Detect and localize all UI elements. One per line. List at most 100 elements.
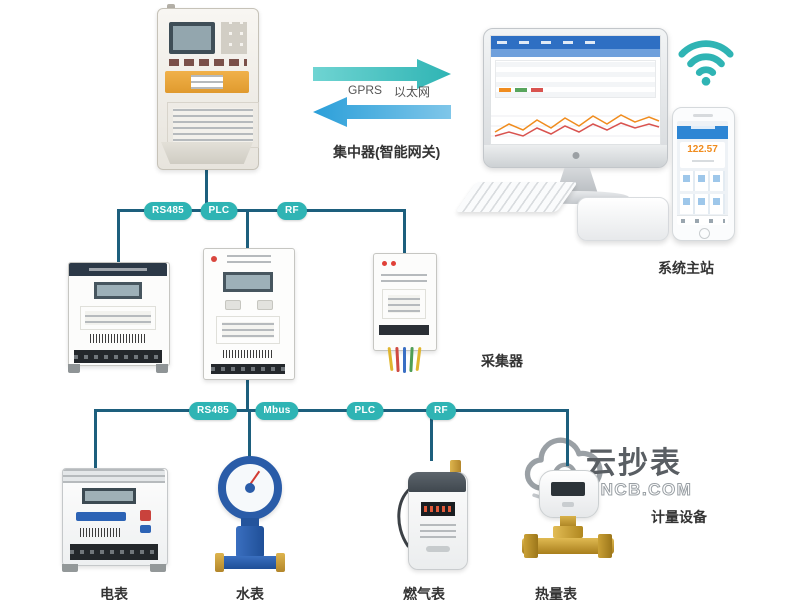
- line-drop-gas: [430, 409, 433, 461]
- lcd-display: [226, 275, 270, 289]
- line-drop-collector-left: [117, 209, 120, 264]
- name-plate: [165, 71, 249, 93]
- desktop-pc-box: [577, 197, 669, 241]
- dashboard-table: [495, 60, 656, 98]
- app-title-line: [690, 126, 715, 129]
- electric-meter-label: 电表: [100, 586, 128, 600]
- status-led: [211, 256, 217, 262]
- mount-ear-left: [68, 364, 80, 373]
- lcd-digits: [424, 506, 452, 512]
- rf-badge-tier1: RF: [277, 202, 307, 220]
- ethernet-arrow-icon: [313, 97, 451, 127]
- button-right: [257, 300, 273, 310]
- mount-ear-left: [62, 564, 78, 572]
- collector-label: 采集器: [481, 353, 523, 369]
- line-drop-heat: [566, 409, 569, 466]
- dashboard-menu: [497, 41, 607, 44]
- lcd-screen: [169, 22, 215, 54]
- header-text: [381, 273, 427, 282]
- gauge-hub: [245, 483, 255, 493]
- band-text-line: [89, 268, 147, 271]
- collector-right-device: [373, 253, 437, 375]
- terminal-block: [211, 364, 285, 374]
- plc-badge-tier2: PLC: [346, 402, 384, 420]
- name-plate-label: [191, 75, 223, 89]
- gauge-face: [218, 456, 282, 520]
- tile-row-1: [680, 171, 725, 191]
- mount-ear-right: [156, 364, 168, 373]
- keyboard: [455, 182, 579, 212]
- watermark-site: YUNCB.COM: [573, 480, 693, 500]
- label-panel: [382, 289, 426, 319]
- heat-meter-label: 热量表: [535, 586, 577, 600]
- head-button: [562, 502, 574, 507]
- dashboard-toolbar: [491, 49, 660, 57]
- lcd-screen: [94, 282, 142, 299]
- label-panel: [80, 306, 156, 330]
- line-drop-collector-mid: [246, 209, 249, 250]
- top-band: [63, 469, 165, 483]
- lcd-display: [97, 285, 139, 296]
- wire-blue: [403, 347, 406, 373]
- status-led-1: [382, 261, 387, 266]
- wire-green: [409, 346, 414, 373]
- mbus-badge-tier2: Mbus: [255, 402, 299, 420]
- dashboard-topbar: [491, 36, 660, 49]
- gprs-label: GPRS: [347, 83, 382, 97]
- heat-meter-device: [522, 466, 614, 578]
- dashboard-chart: [491, 114, 660, 137]
- monitor-chin: [484, 145, 667, 167]
- barcode: [90, 334, 146, 343]
- terminal-block: [70, 544, 158, 560]
- meter-neck: [241, 518, 259, 527]
- reset-button: [426, 546, 450, 552]
- rs485-badge-tier2: RS485: [188, 402, 238, 420]
- brass-inlet: [450, 460, 461, 476]
- lcd-screen: [551, 482, 585, 496]
- uplink-labels: GPRS 以太网: [346, 83, 432, 100]
- line-drop-collector-right: [403, 209, 406, 255]
- label-panel: [216, 316, 280, 344]
- metering-devices-label: 计量设备: [651, 509, 707, 525]
- rs485-badge-tier1: RS485: [143, 202, 193, 220]
- button-left: [225, 300, 241, 310]
- balance-card: 122.57: [680, 142, 725, 168]
- brand-logo-dot: [572, 152, 579, 159]
- status-led-2: [391, 261, 396, 266]
- brass-fitting-left: [215, 553, 224, 572]
- blue-bar: [76, 512, 126, 521]
- app-tabbar: [677, 215, 728, 225]
- electric-meter-device: [62, 468, 168, 572]
- pipe: [522, 538, 614, 554]
- dashboard-legend: [499, 88, 559, 92]
- top-cap: [408, 472, 466, 492]
- lcd-screen: [421, 502, 455, 516]
- gprs-arrow-icon: [313, 59, 451, 89]
- phone-speaker: [693, 114, 713, 117]
- blue-button: [140, 525, 151, 533]
- brass-fitting-right: [276, 553, 285, 572]
- gas-meter-label: 燃气表: [403, 586, 445, 600]
- lcd-screen: [223, 272, 273, 292]
- terminal-block: [379, 325, 429, 335]
- line-drop-water: [248, 409, 251, 457]
- header-text: [227, 255, 271, 263]
- tile-row-2: [680, 194, 725, 214]
- wifi-icon: [678, 40, 734, 86]
- pipe-nut-left: [524, 534, 538, 558]
- smartphone: 122.57: [672, 107, 735, 241]
- pipe: [221, 556, 279, 569]
- concentrator-label: 集中器(智能网关): [333, 144, 441, 160]
- master-station-label: 系统主站: [658, 260, 714, 276]
- ethernet-label: 以太网: [394, 85, 431, 99]
- keypad: [221, 22, 247, 54]
- terminal-panel: [167, 102, 259, 148]
- home-button: [699, 228, 710, 239]
- pipe-nut-right: [598, 534, 612, 558]
- water-meter-label: 水表: [236, 586, 264, 600]
- collector-top-band: [69, 263, 167, 276]
- concentrator-device: [157, 4, 259, 170]
- barcode: [80, 528, 122, 537]
- meter-reading-value: 122.57: [687, 144, 718, 155]
